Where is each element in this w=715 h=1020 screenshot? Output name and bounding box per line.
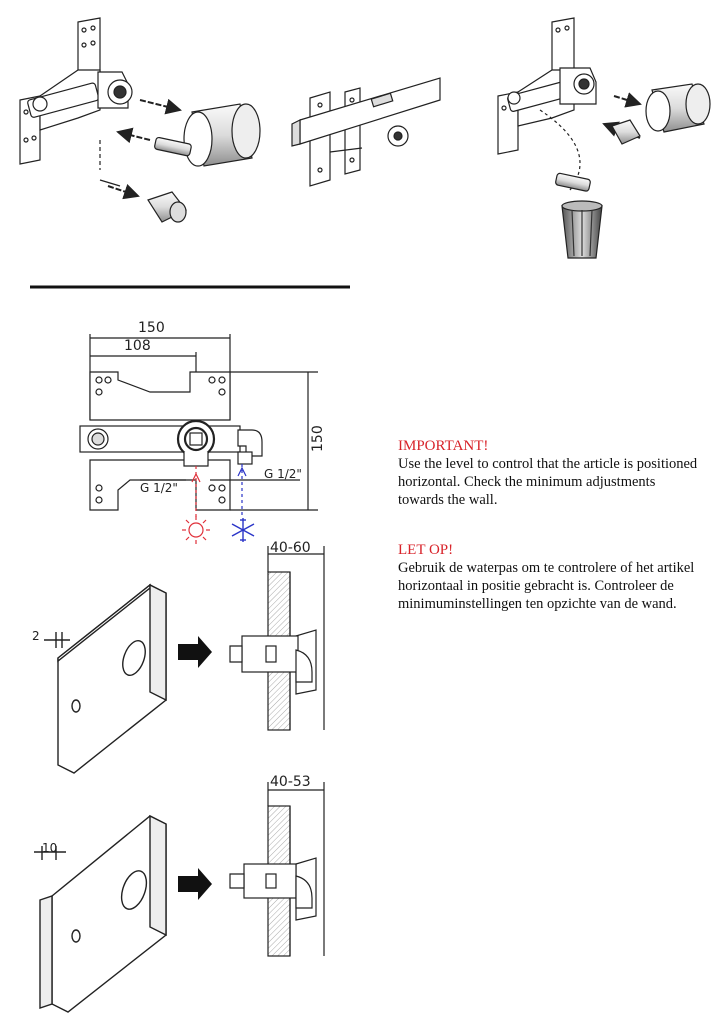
letop-text: Gebruik de waterpas om te controlere of … xyxy=(398,560,695,612)
side-view-2 xyxy=(229,782,325,957)
snowflake-icon xyxy=(231,518,255,542)
dim-depth-1: 40-60 xyxy=(270,540,311,556)
cover-plate-thick xyxy=(34,814,167,1013)
dim-width-108: 108 xyxy=(124,338,151,354)
exploded-view-2 xyxy=(497,17,711,259)
cover-plate-thin xyxy=(44,583,167,774)
side-view-1 xyxy=(229,546,325,731)
letop-note: LET OP! Gebruik de waterpas om te contro… xyxy=(398,541,698,613)
level-view xyxy=(291,77,441,187)
important-note: IMPORTANT! Use the level to control that… xyxy=(398,437,698,509)
exploded-view-1 xyxy=(19,17,261,223)
letop-title: LET OP! xyxy=(398,542,454,558)
important-text: Use the level to control that the articl… xyxy=(398,456,698,508)
trash-bin-icon xyxy=(561,200,603,259)
dim-plate-thickness-1: 2 xyxy=(32,629,40,643)
dim-g-right: G 1/2" xyxy=(264,467,302,481)
dim-width-150: 150 xyxy=(138,320,165,336)
arrow-right-icon xyxy=(178,868,212,900)
sun-icon xyxy=(182,516,210,544)
front-dimension-drawing xyxy=(79,334,318,518)
dim-height-150: 150 xyxy=(310,425,326,452)
dim-plate-thickness-2: 10 xyxy=(42,841,57,855)
important-title: IMPORTANT! xyxy=(398,438,489,454)
dim-g-left: G 1/2" xyxy=(140,481,178,495)
dim-depth-2: 40-53 xyxy=(270,774,311,790)
arrow-right-icon xyxy=(178,636,212,668)
